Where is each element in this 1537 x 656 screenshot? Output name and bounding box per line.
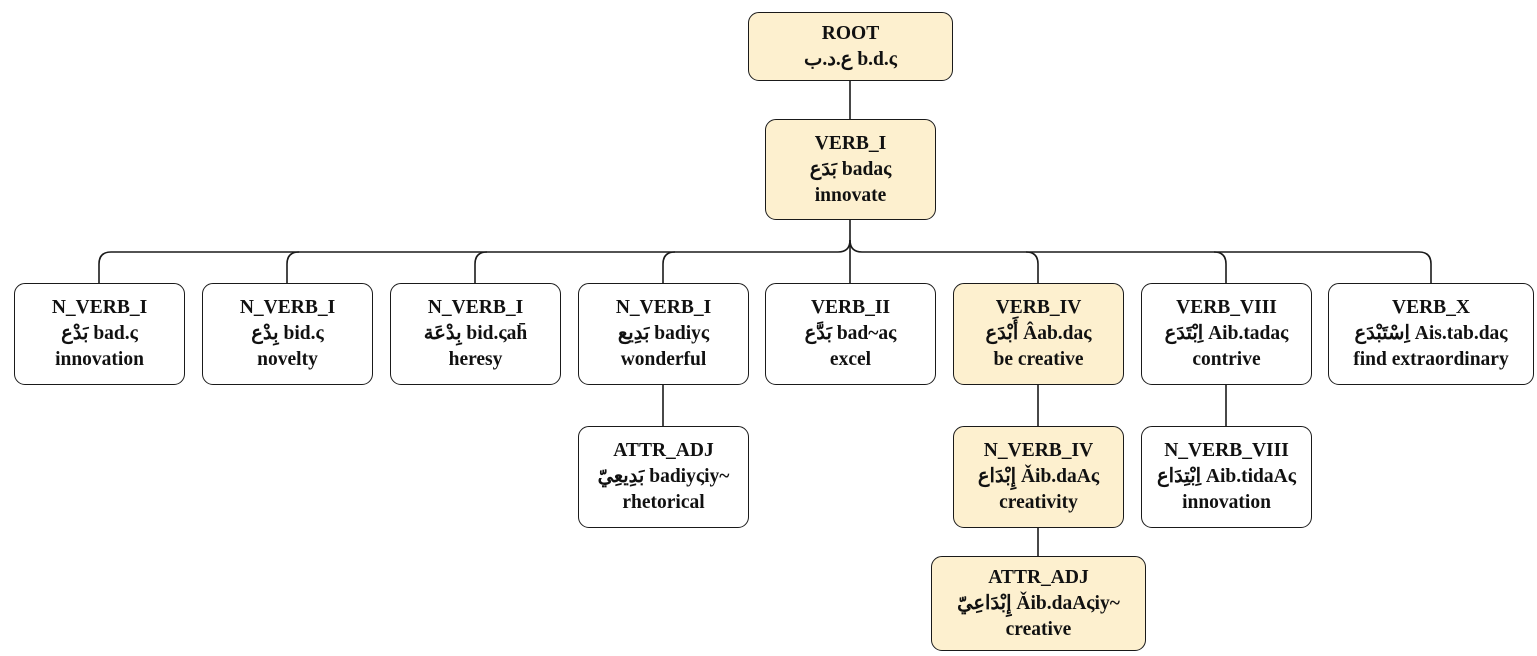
node-gloss: be creative xyxy=(993,349,1084,370)
node-title: VERB_VIII xyxy=(1176,297,1277,318)
edge-to-verb-iv xyxy=(1025,251,1039,283)
node-gloss: creativity xyxy=(999,492,1078,513)
node-nverb-i-4: N_VERB_I بَدِيع badiyς wonderful xyxy=(578,283,749,385)
node-form: بَدَّع bad~aς xyxy=(804,323,897,344)
node-title: ATTR_ADJ xyxy=(613,440,714,461)
node-nverb-i-1: N_VERB_I بَدْع bad.ς innovation xyxy=(14,283,185,385)
node-title: N_VERB_I xyxy=(51,297,148,318)
node-title: N_VERB_I xyxy=(239,297,336,318)
node-form: بِدْعَة bid.ςah̄ xyxy=(423,323,528,344)
node-gloss: novelty xyxy=(257,349,318,370)
node-form: اِسْتَبْدَع Ais.tab.daς xyxy=(1354,323,1508,344)
node-gloss: innovation xyxy=(55,349,144,370)
node-gloss: heresy xyxy=(448,349,503,370)
node-title: VERB_II xyxy=(810,297,891,318)
node-gloss: innovate xyxy=(814,184,887,206)
node-attr-adj-1: ATTR_ADJ بَدِيعِيّ badiyςiy~ rhetorical xyxy=(578,426,749,528)
node-verb-iv: VERB_IV أَبْدَع Âab.daς be creative xyxy=(953,283,1124,385)
node-verb-x: VERB_X اِسْتَبْدَع Ais.tab.daς find extr… xyxy=(1328,283,1534,385)
node-gloss: find extraordinary xyxy=(1353,349,1509,370)
edge-to-nverb-i-4 xyxy=(662,251,676,283)
node-nverb-i-2: N_VERB_I بِدْع bid.ς novelty xyxy=(202,283,373,385)
node-title: VERB_IV xyxy=(995,297,1082,318)
node-title: N_VERB_I xyxy=(427,297,524,318)
node-gloss: rhetorical xyxy=(622,492,705,513)
node-form: بَدِيعِيّ badiyςiy~ xyxy=(597,466,730,487)
node-form: اِبْتِدَاع Aib.tidaAς xyxy=(1157,466,1296,487)
node-title: VERB_X xyxy=(1391,297,1470,318)
node-verb-viii: VERB_VIII اِبْتَدَع Aib.tadaς contrive xyxy=(1141,283,1312,385)
edge-fan-right xyxy=(849,239,863,253)
node-title: VERB_I xyxy=(814,132,887,154)
node-form: بَدْع bad.ς xyxy=(61,323,138,344)
node-form: أَبْدَع Âab.daς xyxy=(985,323,1092,344)
node-title: ROOT xyxy=(821,22,880,44)
edge-to-verb-viii xyxy=(1213,251,1227,283)
node-root: ROOT ع.د.ب b.d.ς xyxy=(748,12,953,81)
node-title: N_VERB_I xyxy=(615,297,712,318)
edge-to-nverb-i-1 xyxy=(98,251,112,283)
node-form: إِبْدَاعِيّ Ǎib.daAςiy~ xyxy=(957,592,1120,614)
node-title: N_VERB_IV xyxy=(983,440,1094,461)
node-nverb-iv: N_VERB_IV إِبْدَاع Ǎib.daAς creativity xyxy=(953,426,1124,528)
node-gloss: wonderful xyxy=(620,349,707,370)
node-form: ع.د.ب b.d.ς xyxy=(804,48,897,70)
edge-to-verb-x xyxy=(1418,251,1432,283)
node-verb-ii: VERB_II بَدَّع bad~aς excel xyxy=(765,283,936,385)
node-form: اِبْتَدَع Aib.tadaς xyxy=(1164,323,1289,344)
edge-fan-left xyxy=(837,239,851,253)
node-attr-adj-2: ATTR_ADJ إِبْدَاعِيّ Ǎib.daAςiy~ creativ… xyxy=(931,556,1146,651)
node-form: بِدْع bid.ς xyxy=(251,323,324,344)
node-form: بَدِيع badiyς xyxy=(617,323,710,344)
node-gloss: excel xyxy=(829,349,872,370)
node-title: N_VERB_VIII xyxy=(1164,440,1289,461)
edge-to-nverb-i-3 xyxy=(474,251,488,283)
node-gloss: contrive xyxy=(1192,349,1261,370)
edge-to-nverb-i-2 xyxy=(286,251,300,283)
node-verb-i: VERB_I بَدَع badaς innovate xyxy=(765,119,936,220)
node-form: بَدَع badaς xyxy=(809,158,892,180)
node-title: ATTR_ADJ xyxy=(988,566,1089,588)
node-nverb-viii: N_VERB_VIII اِبْتِدَاع Aib.tidaAς innova… xyxy=(1141,426,1312,528)
node-gloss: innovation xyxy=(1182,492,1271,513)
node-form: إِبْدَاع Ǎib.daAς xyxy=(977,466,1100,487)
node-gloss: creative xyxy=(1005,618,1072,640)
node-nverb-i-3: N_VERB_I بِدْعَة bid.ςah̄ heresy xyxy=(390,283,561,385)
